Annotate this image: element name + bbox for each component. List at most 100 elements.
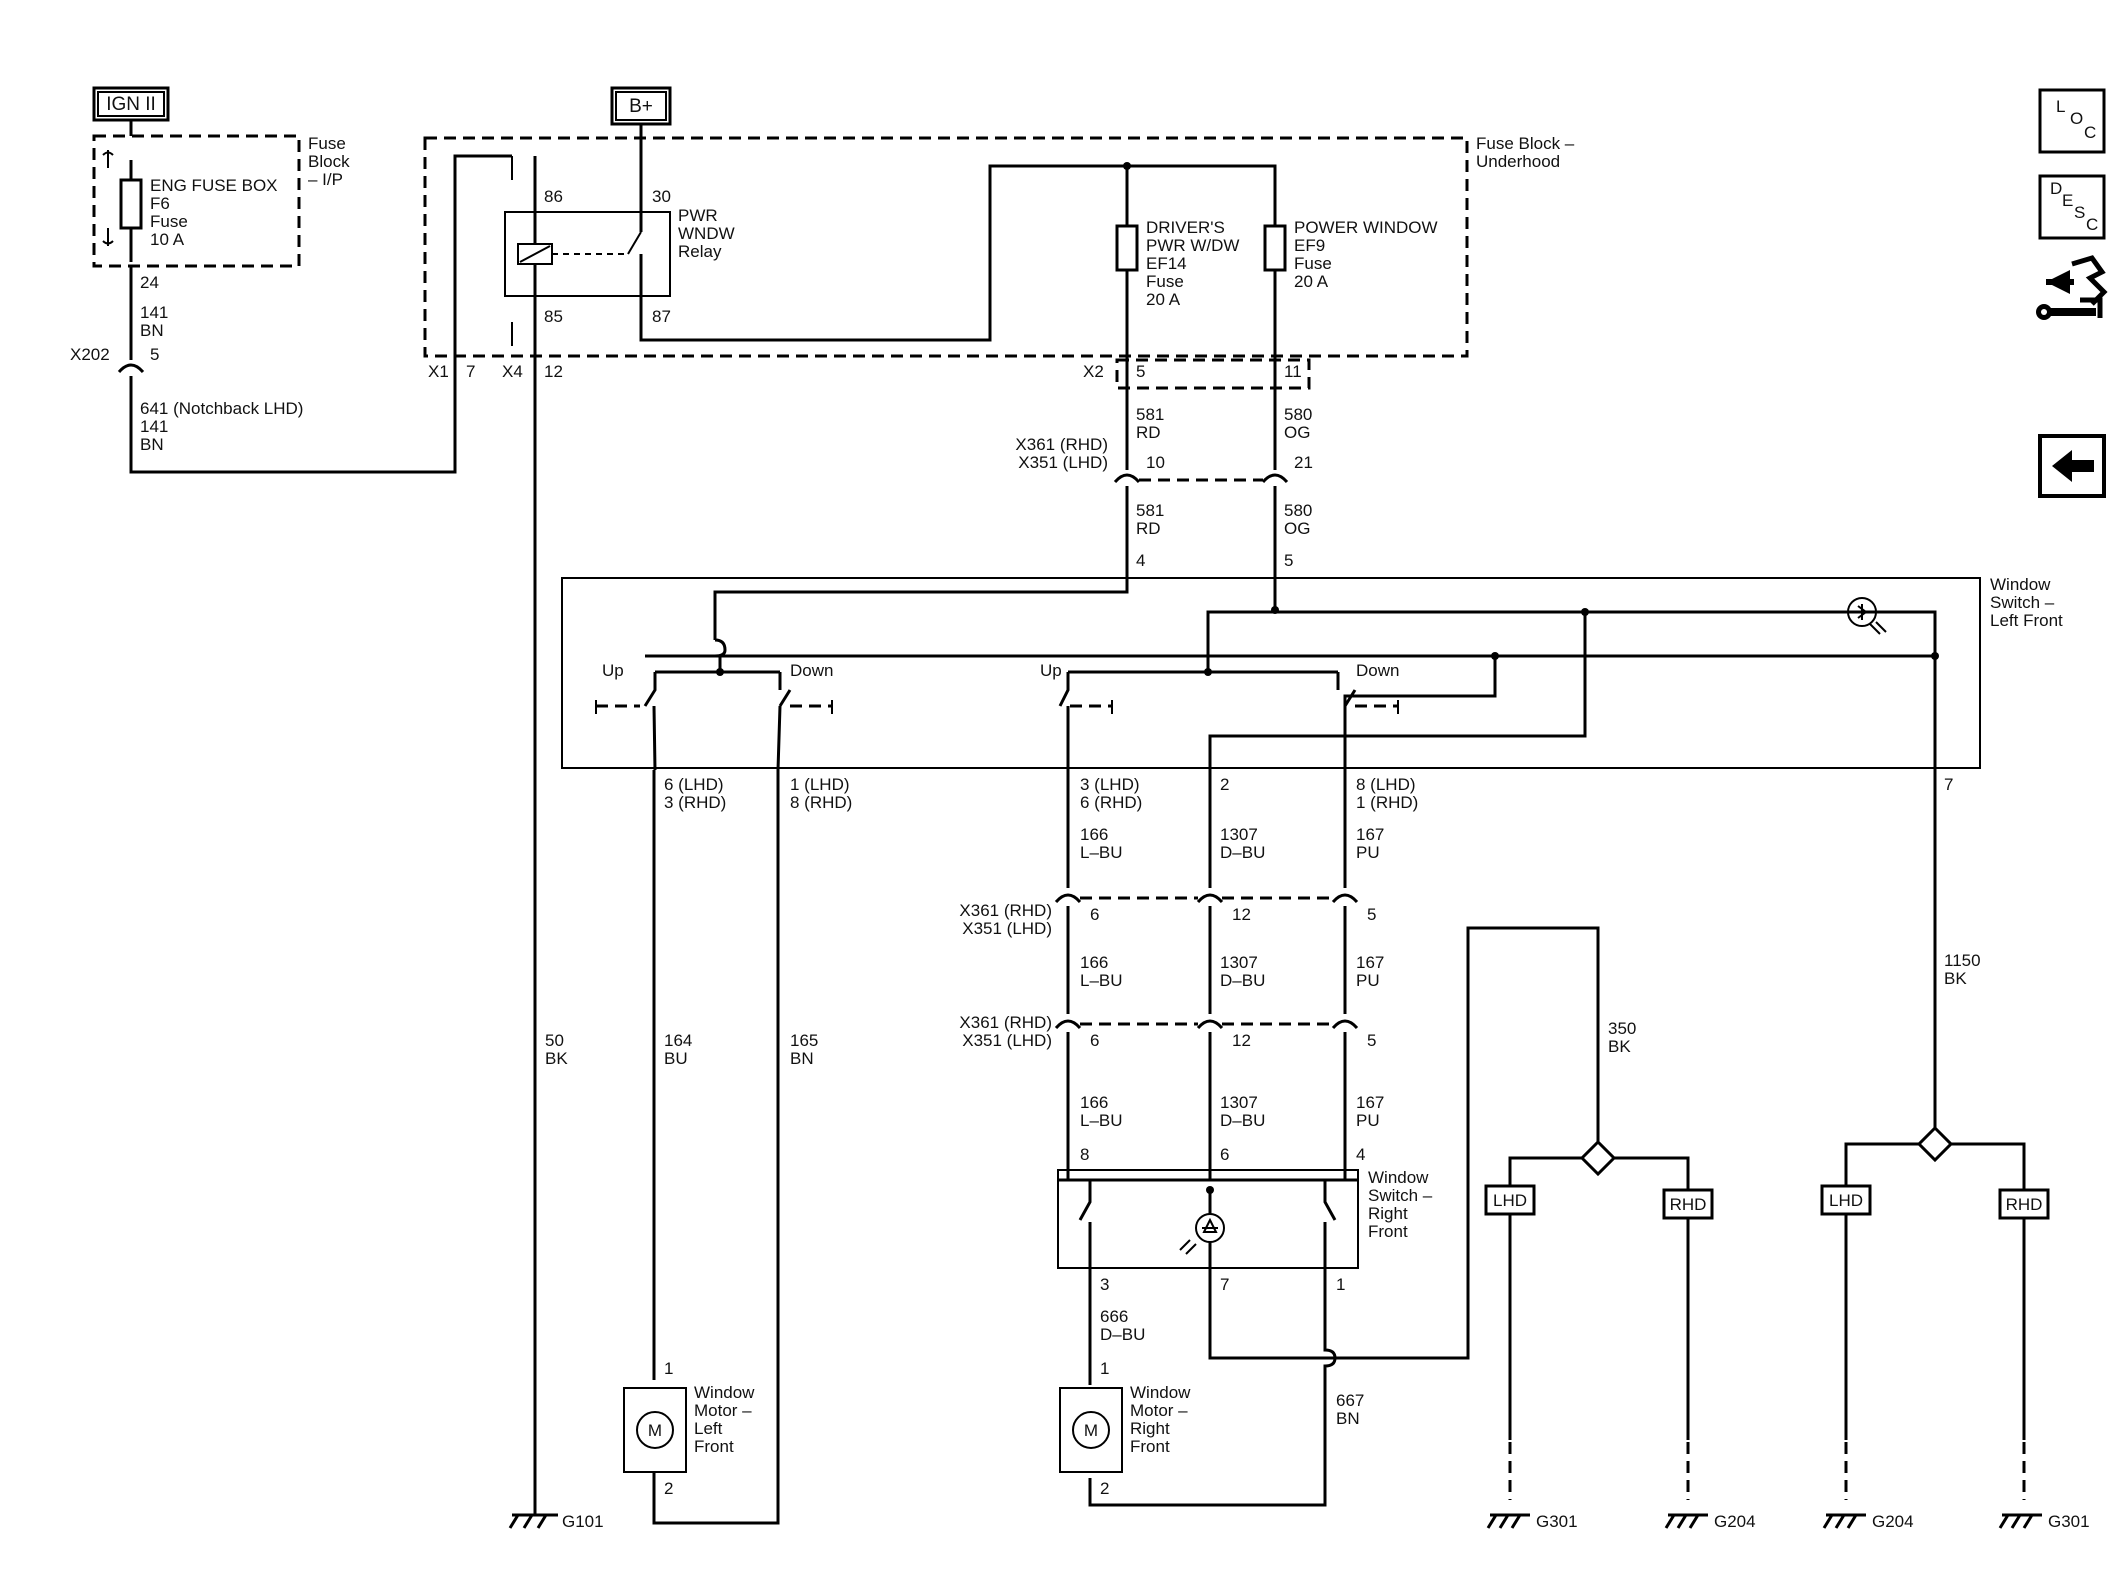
option-lhd-2: LHD <box>1820 1184 1872 1216</box>
svg-text:– I/P: – I/P <box>308 170 343 189</box>
svg-text:RD: RD <box>1136 423 1161 442</box>
svg-text:Left Front: Left Front <box>1990 611 2063 630</box>
svg-text:D: D <box>2050 179 2062 198</box>
wire-580-og-top: 580 OG <box>1284 405 1312 442</box>
svg-text:8: 8 <box>1080 1145 1089 1164</box>
connector-mid-icon <box>1054 893 1359 904</box>
svg-text:3 (RHD): 3 (RHD) <box>664 793 726 812</box>
conn-mid-pin-6: 6 <box>1090 905 1099 924</box>
svg-text:165: 165 <box>790 1031 818 1050</box>
svg-text:LHD: LHD <box>1829 1191 1863 1210</box>
svg-text:167: 167 <box>1356 1093 1384 1112</box>
connector-end-view-icon[interactable] <box>2036 255 2108 320</box>
desc-button[interactable]: D E S C <box>2038 174 2106 240</box>
b-plus-label: B+ <box>629 96 653 117</box>
svg-text:Front: Front <box>1130 1437 1170 1456</box>
svg-text:X351 (LHD): X351 (LHD) <box>1018 453 1108 472</box>
svg-text:6 (RHD): 6 (RHD) <box>1080 793 1142 812</box>
svg-text:EF9: EF9 <box>1294 236 1325 255</box>
svg-text:141: 141 <box>140 303 168 322</box>
svg-text:Switch –: Switch – <box>1368 1186 1433 1205</box>
conn-top-pin-10: 10 <box>1146 453 1165 472</box>
svg-text:X351 (LHD): X351 (LHD) <box>962 919 1052 938</box>
conn-low-pin-6: 6 <box>1090 1031 1099 1050</box>
motor-lf-pin-1: 1 <box>664 1359 673 1378</box>
wire-166-lbu-2: 166 L–BU <box>1080 953 1123 990</box>
window-switch-right-front-label: Window Switch – Right Front <box>1368 1168 1433 1241</box>
svg-text:L: L <box>2056 97 2065 116</box>
svg-text:1 (RHD): 1 (RHD) <box>1356 793 1418 812</box>
wire-667-bn: 667 BN <box>1336 1391 1364 1428</box>
fuse-ef14-label: DRIVER'S PWR W/DW EF14 Fuse 20 A <box>1146 218 1239 309</box>
svg-text:1: 1 <box>1336 1275 1345 1294</box>
svg-text:BK: BK <box>1944 969 1967 988</box>
svg-text:164: 164 <box>664 1031 692 1050</box>
x202-pin: 5 <box>150 345 159 364</box>
svg-text:F6: F6 <box>150 194 170 213</box>
svg-text:BK: BK <box>1608 1037 1631 1056</box>
ign-ii-box: IGN II <box>92 86 170 122</box>
option-lhd-1: LHD <box>1484 1184 1536 1216</box>
svg-text:581: 581 <box>1136 405 1164 424</box>
svg-text:Fuse: Fuse <box>308 134 346 153</box>
connector-top-label: X361 (RHD) X351 (LHD) <box>1015 435 1108 472</box>
back-button[interactable] <box>2038 434 2106 498</box>
svg-text:4: 4 <box>1356 1145 1365 1164</box>
svg-text:Fuse Block –: Fuse Block – <box>1476 134 1575 153</box>
svg-text:666: 666 <box>1100 1307 1128 1326</box>
svg-text:D–BU: D–BU <box>1220 843 1265 862</box>
svg-text:BN: BN <box>790 1049 814 1068</box>
svg-text:7: 7 <box>1220 1275 1229 1294</box>
wire-641-label: 641 (Notchback LHD) 141 BN <box>140 399 303 454</box>
svg-text:Left: Left <box>694 1419 723 1438</box>
wire-581-rd-top: 581 RD <box>1136 405 1164 442</box>
relay-pin-30: 30 <box>652 187 671 206</box>
svg-text:20 A: 20 A <box>1146 290 1181 309</box>
svg-text:6 (LHD): 6 (LHD) <box>664 775 724 794</box>
svg-text:7: 7 <box>1944 775 1953 794</box>
svg-text:PU: PU <box>1356 971 1380 990</box>
x4-pin: 12 <box>544 362 563 381</box>
ground-g301-icon-2 <box>1998 1513 2042 1529</box>
svg-text:Motor –: Motor – <box>694 1401 752 1420</box>
fuse-f6-icon <box>119 178 143 230</box>
svg-text:DRIVER'S: DRIVER'S <box>1146 218 1225 237</box>
wire-167-pu-1: 167 PU <box>1356 825 1384 862</box>
svg-text:167: 167 <box>1356 953 1384 972</box>
motor-rf-icon <box>1072 1411 1110 1449</box>
conn-mid-pin-12: 12 <box>1232 905 1251 924</box>
wire-167-pu-3: 167 PU <box>1356 1093 1384 1130</box>
svg-text:BN: BN <box>140 321 164 340</box>
x2-pin-11: 11 <box>1284 362 1302 381</box>
fuse-block-underhood-label: Fuse Block – Underhood <box>1476 134 1575 171</box>
x202-label: X202 <box>70 345 110 364</box>
svg-text:OG: OG <box>1284 519 1310 538</box>
relay-label: PWR WNDW Relay <box>678 206 735 261</box>
arrow-left-icon <box>2052 450 2094 482</box>
loc-button[interactable]: L O C <box>2038 88 2106 154</box>
x4-label: X4 <box>502 362 523 381</box>
x2-label: X2 <box>1083 362 1104 381</box>
svg-text:Window: Window <box>694 1383 755 1402</box>
svg-text:1307: 1307 <box>1220 953 1258 972</box>
svg-text:M: M <box>1084 1421 1098 1440</box>
indicator-led-icon <box>1847 597 1877 627</box>
fuse-ef9-icon <box>1263 224 1287 272</box>
fuse-block-underhood-outline <box>423 136 1469 358</box>
svg-text:3: 3 <box>1100 1275 1109 1294</box>
ground-g301-label-2: G301 <box>2048 1512 2090 1531</box>
svg-text:Right: Right <box>1368 1204 1408 1223</box>
wire-1307-dbu-1: 1307 D–BU <box>1220 825 1265 862</box>
conn-low-pin-5: 5 <box>1367 1031 1376 1050</box>
svg-text:641 (Notchback LHD): 641 (Notchback LHD) <box>140 399 303 418</box>
motor-lf-pin-2: 2 <box>664 1479 673 1498</box>
svg-text:2: 2 <box>1220 775 1229 794</box>
svg-text:1 (LHD): 1 (LHD) <box>790 775 850 794</box>
svg-text:Front: Front <box>694 1437 734 1456</box>
svg-text:141: 141 <box>140 417 168 436</box>
conn-low-pin-12: 12 <box>1232 1031 1251 1050</box>
svg-text:M: M <box>648 1421 662 1440</box>
motor-rf-pin-2: 2 <box>1100 1479 1109 1498</box>
connector-low-label: X361 (RHD) X351 (LHD) <box>959 1013 1052 1050</box>
wire-580-og-bot: 580 OG <box>1284 501 1312 538</box>
